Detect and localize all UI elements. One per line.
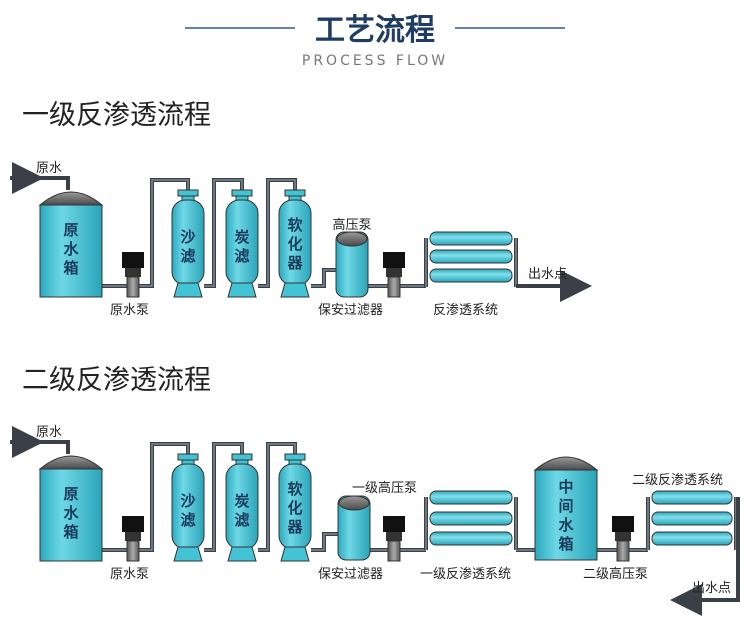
pump-motor xyxy=(122,516,144,532)
raw-water-tank: 原水箱 xyxy=(38,455,104,562)
pump-motor xyxy=(612,516,634,532)
ro-system-1 xyxy=(424,490,518,550)
vessel-label-char: 水 xyxy=(63,504,79,522)
raw-water-pump-label: 原水泵 xyxy=(110,567,149,582)
softener: 软化器 xyxy=(278,189,312,298)
vessel-label-char: 原 xyxy=(63,485,78,503)
vessel-label-char: 水 xyxy=(558,516,574,534)
vessel-label-char: 器 xyxy=(286,518,303,536)
ro-membrane-tube xyxy=(429,531,513,546)
stage1-title: 一级反渗透流程 xyxy=(22,100,211,131)
ro-membrane-tube xyxy=(429,231,513,246)
pipe-highlight xyxy=(204,179,243,287)
stage2-diagram: 原水原水箱原水泵沙滤炭滤软化器一级高压泵保安过滤器一级反渗透系统中间水箱二级高压… xyxy=(10,425,740,616)
pump-motor xyxy=(122,252,144,268)
pipe-highlight xyxy=(311,533,338,551)
vessel-label-char: 滤 xyxy=(234,511,249,529)
vessel-label-char: 软 xyxy=(287,216,302,234)
vessel-label-char: 原 xyxy=(63,221,78,239)
softener: 软化器 xyxy=(278,453,312,562)
ro-system-2-label: 二级反渗透系统 xyxy=(632,473,723,488)
high-pressure-pump-1 xyxy=(383,516,405,562)
vessel-label-char: 化 xyxy=(287,235,302,253)
ro-membrane-tube xyxy=(429,511,513,526)
ro-membrane-tube xyxy=(429,249,513,264)
page-subtitle: PROCESS FLOW xyxy=(302,53,448,69)
inlet-label: 原水 xyxy=(36,425,62,440)
outlet-arrow-icon xyxy=(670,497,740,616)
cartridge-filter-label: 保安过滤器 xyxy=(318,567,383,582)
ro-membrane-tube xyxy=(651,531,733,546)
vessel-label-char: 水 xyxy=(63,240,79,258)
ro-system xyxy=(424,231,518,287)
vessel-label-char: 沙 xyxy=(180,492,195,510)
high-pressure-pump-label: 高压泵 xyxy=(332,217,371,233)
ro-system-label: 反渗透系统 xyxy=(433,303,498,318)
pump-motor xyxy=(383,252,405,268)
sand-filter: 沙滤 xyxy=(171,189,205,298)
ro-membrane-tube xyxy=(651,490,733,505)
inlet-label: 原水 xyxy=(36,161,62,176)
pipe-highlight xyxy=(258,179,296,287)
pump-motor xyxy=(383,516,405,532)
raw-water-tank: 原水箱 xyxy=(38,191,104,298)
vessel-label-char: 滤 xyxy=(180,247,195,265)
sand-filter: 沙滤 xyxy=(171,453,205,562)
raw-water-pump-label: 原水泵 xyxy=(110,303,149,318)
pipe-highlight xyxy=(258,443,296,551)
high-pressure-pump-2 xyxy=(612,516,634,562)
vessel-label-char: 间 xyxy=(558,497,573,515)
ro-membrane-tube xyxy=(429,268,513,283)
ro-membrane-tube xyxy=(651,511,733,526)
vessel-label-char: 器 xyxy=(286,254,303,272)
cartridge-filter xyxy=(335,231,369,298)
outlet-label: 出水点 xyxy=(528,267,567,282)
cartridge-filter xyxy=(337,495,371,561)
high-pressure-pump xyxy=(383,252,405,298)
vessel-label-char: 箱 xyxy=(558,535,573,553)
vessel-label-char: 化 xyxy=(287,499,302,517)
ro-system-2 xyxy=(646,490,738,550)
outlet-label: 出水点 xyxy=(692,581,731,596)
ro-membrane-tube xyxy=(429,490,513,505)
vessel-label-char: 沙 xyxy=(180,228,195,246)
raw-water-pump xyxy=(122,516,144,562)
pipe-highlight xyxy=(204,443,243,551)
raw-water-pump xyxy=(122,252,144,298)
vessel-label-char: 炭 xyxy=(234,228,249,246)
high-pressure-pump-2-label: 二级高压泵 xyxy=(583,566,648,582)
vessel-label-char: 滤 xyxy=(180,511,195,529)
carbon-filter: 炭滤 xyxy=(225,189,259,298)
cartridge-filter-label: 保安过滤器 xyxy=(318,303,383,318)
vessel-label-char: 软 xyxy=(287,480,302,498)
vessel-label-char: 箱 xyxy=(63,259,78,277)
vessel-label-char: 滤 xyxy=(234,247,249,265)
ro-system-1-label: 一级反渗透系统 xyxy=(420,567,511,582)
carbon-filter: 炭滤 xyxy=(225,453,259,562)
vessel-label-char: 中 xyxy=(558,478,573,496)
vessel-label-char: 箱 xyxy=(63,523,78,541)
stage2-title: 二级反渗透流程 xyxy=(22,365,211,396)
vessel-label-char: 炭 xyxy=(234,492,249,510)
page-title: 工艺流程 xyxy=(315,13,435,48)
high-pressure-pump-1-label: 一级高压泵 xyxy=(352,480,417,496)
stage1-diagram: 原水原水箱原水泵沙滤炭滤软化器高压泵保安过滤器反渗透系统出水点 xyxy=(10,161,592,318)
pipe-highlight xyxy=(311,269,336,287)
